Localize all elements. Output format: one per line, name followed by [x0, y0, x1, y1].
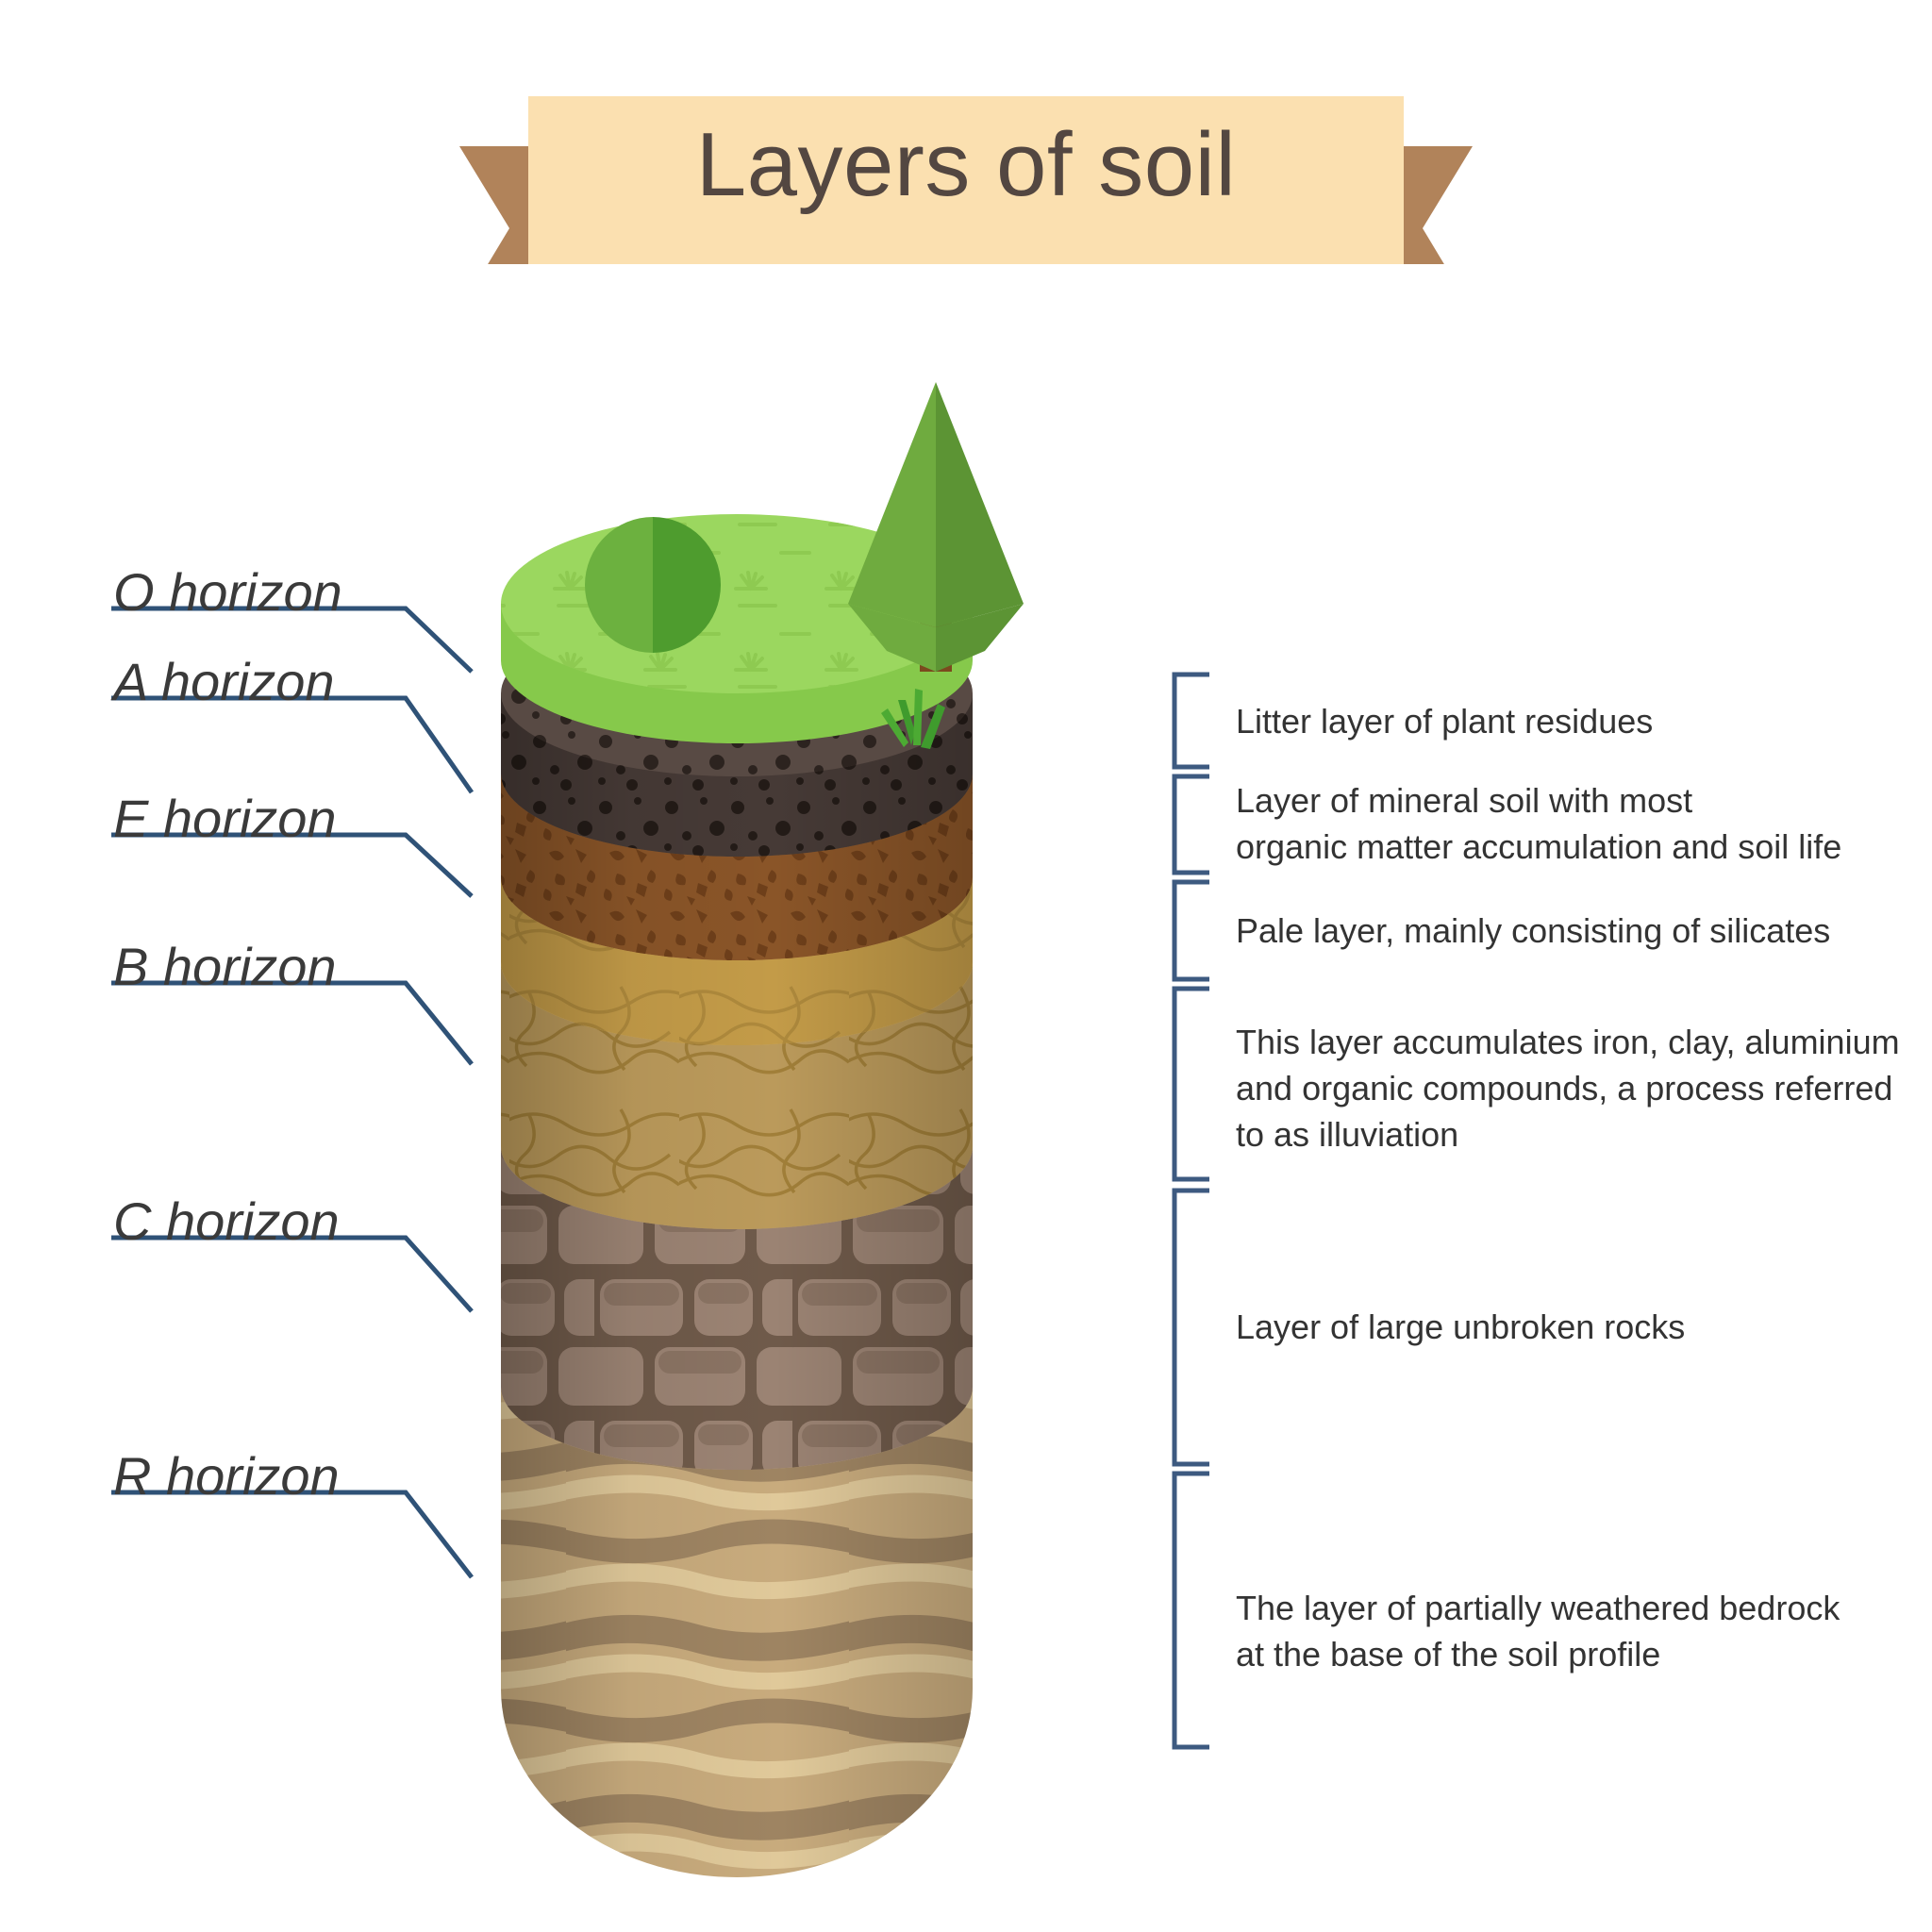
leader-line-c	[111, 1235, 474, 1313]
page-title: Layers of soil	[695, 114, 1237, 215]
label-r-horizon: R horizon	[113, 1446, 340, 1506]
description-c-horizon: Layer of large unbroken rocks	[1236, 1307, 1686, 1346]
bush-icon	[585, 517, 721, 653]
banner-face	[528, 96, 1404, 264]
leader-line-r	[111, 1490, 474, 1579]
label-a-horizon: A horizon	[113, 652, 335, 711]
description-e-horizon: Pale layer, mainly consisting of silicat…	[1236, 911, 1831, 950]
description-r-horizon: The layer of partially weathered bedrock…	[1236, 1589, 1840, 1674]
grass-tuft-icon	[881, 689, 945, 749]
title-banner: Layers of soil	[0, 0, 1932, 311]
leader-line-a	[111, 695, 475, 794]
label-e-horizon: E horizon	[113, 789, 337, 848]
label-c-horizon: C horizon	[113, 1191, 340, 1251]
bracket-o	[1172, 672, 1209, 770]
leader-line-o	[111, 606, 474, 674]
bracket-r	[1172, 1471, 1209, 1750]
description-brackets	[1172, 672, 1209, 1750]
description-b-horizon: This layer accumulates iron, clay, alumi…	[1236, 1023, 1900, 1154]
bracket-b	[1172, 986, 1209, 1182]
leader-line-b	[111, 980, 474, 1066]
description-o-horizon: Litter layer of plant residues	[1236, 702, 1654, 741]
label-b-horizon: B horizon	[113, 937, 337, 996]
label-o-horizon: O horizon	[113, 562, 342, 622]
description-a-horizon: Layer of mineral soil with most organic …	[1236, 781, 1842, 866]
leader-lines	[111, 606, 475, 1579]
bracket-e	[1172, 879, 1209, 982]
leader-line-e	[111, 832, 474, 898]
tree-icon	[848, 382, 1024, 672]
bracket-c	[1172, 1188, 1209, 1467]
bracket-a	[1172, 774, 1209, 875]
